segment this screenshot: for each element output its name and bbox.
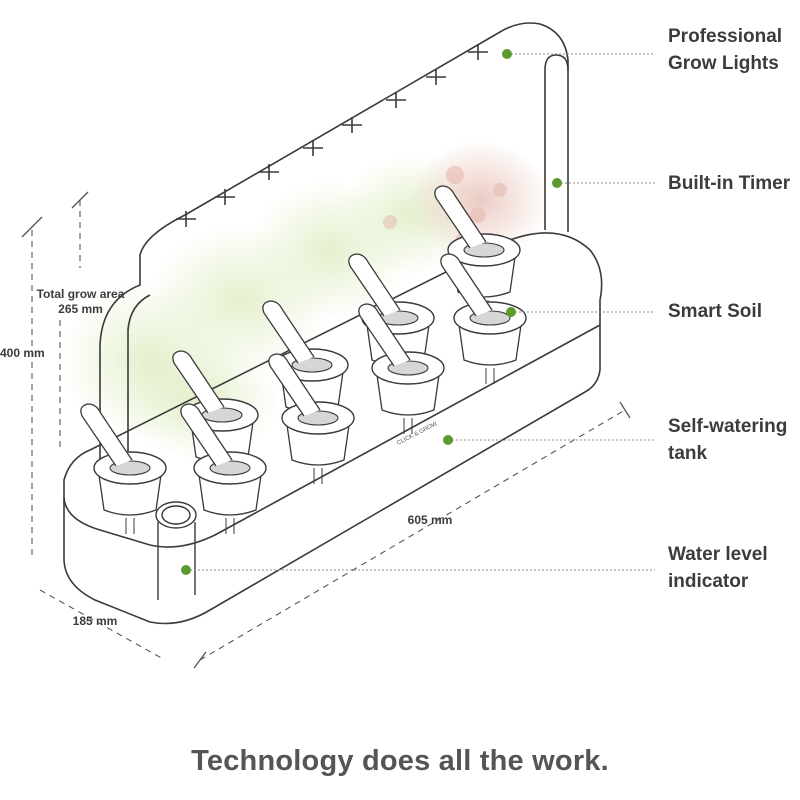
dim-height: 400 mm: [0, 346, 45, 360]
callout-grow-lights: Professional Grow Lights: [668, 26, 783, 74]
dimension-lines: [31, 200, 626, 661]
lamp-arm: [99, 22, 569, 470]
seed-pod: [80, 403, 167, 534]
callout-water-level: Water level indicator: [668, 544, 768, 592]
seed-pod: [358, 303, 445, 434]
leader-lines: [186, 53, 655, 571]
marker-grow-lights: [502, 49, 512, 59]
callout-timer: Built-in Timer: [668, 173, 791, 194]
seed-pod: [434, 185, 521, 316]
seed-pod: [268, 353, 355, 484]
dim-depth: 185 mm: [72, 614, 118, 628]
tagline: Technology does all the work.: [191, 745, 609, 777]
marker-timer: [552, 178, 562, 188]
water-level-tube: [155, 501, 197, 600]
planter-base: [63, 232, 603, 625]
led-lights: [176, 44, 488, 227]
callout-tank: Self-watering tank: [668, 416, 788, 464]
marker-smart-soil: [506, 307, 516, 317]
callout-smart-soil: Smart Soil: [668, 301, 762, 322]
dim-length: 605 mm: [407, 513, 453, 527]
marker-water-level: [181, 565, 191, 575]
dim-grow-area: Total grow area 265 mm: [36, 287, 125, 316]
dimension-ticks: [21, 191, 631, 669]
callout-markers: [181, 49, 562, 575]
seed-pod: [180, 403, 267, 534]
marker-tank: [443, 435, 453, 445]
